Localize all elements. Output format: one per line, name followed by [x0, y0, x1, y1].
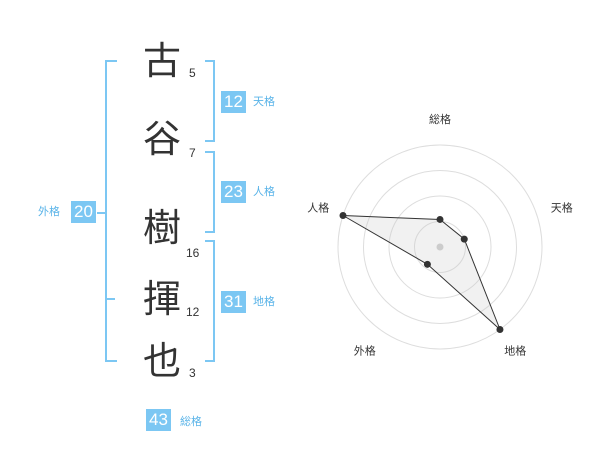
radar-axis-label-4: 人格 — [307, 200, 329, 214]
radar-axis-label-2: 地格 — [504, 344, 526, 358]
tenkaku-bracket — [205, 60, 215, 142]
tenkaku-label: 天格 — [253, 95, 275, 108]
soukaku-label: 総格 — [180, 415, 202, 428]
jinkaku-label: 人格 — [253, 185, 275, 198]
stroke-count-3: 16 — [186, 246, 200, 260]
radar-ring-2 — [388, 195, 492, 299]
chikaku-value: 31 — [221, 291, 246, 313]
chikaku-bracket — [205, 240, 215, 362]
name-char-3: 樹 — [142, 206, 181, 250]
name-char-1: 古 — [142, 39, 181, 83]
radar-point-0 — [436, 215, 444, 223]
jinkaku-value: 23 — [221, 181, 246, 203]
gaikaku-value: 20 — [71, 201, 96, 223]
name-char-5: 也 — [142, 339, 181, 383]
chikaku-label: 地格 — [253, 295, 275, 308]
radar-center-dot — [436, 243, 444, 251]
gaikaku-label: 外格 — [38, 205, 60, 218]
radar-axis-label-1: 天格 — [551, 200, 573, 214]
radar-point-4 — [339, 211, 347, 219]
radar-ring-3 — [363, 170, 517, 324]
gaikaku-bracket-mid — [105, 298, 115, 300]
radar-point-1 — [460, 235, 468, 243]
tenkaku-value: 12 — [221, 91, 246, 113]
radar-point-2 — [496, 326, 504, 334]
radar-ring-4 — [337, 144, 543, 350]
radar-axis-label-3: 外格 — [354, 344, 376, 358]
radar-point-3 — [423, 260, 431, 268]
name-char-4: 揮 — [142, 277, 181, 321]
gaikaku-bracket-tick — [97, 212, 105, 214]
radar-axis-label-0: 総格 — [429, 112, 451, 126]
jinkaku-bracket — [205, 151, 215, 233]
stroke-count-4: 12 — [186, 305, 200, 319]
stroke-count-5: 3 — [189, 366, 196, 380]
stroke-count-1: 5 — [189, 66, 196, 80]
gaikaku-bracket — [105, 60, 117, 362]
stroke-count-2: 7 — [189, 146, 196, 160]
radar-polygon — [342, 215, 501, 330]
name-char-2: 谷 — [142, 117, 181, 161]
soukaku-value: 43 — [146, 409, 171, 431]
